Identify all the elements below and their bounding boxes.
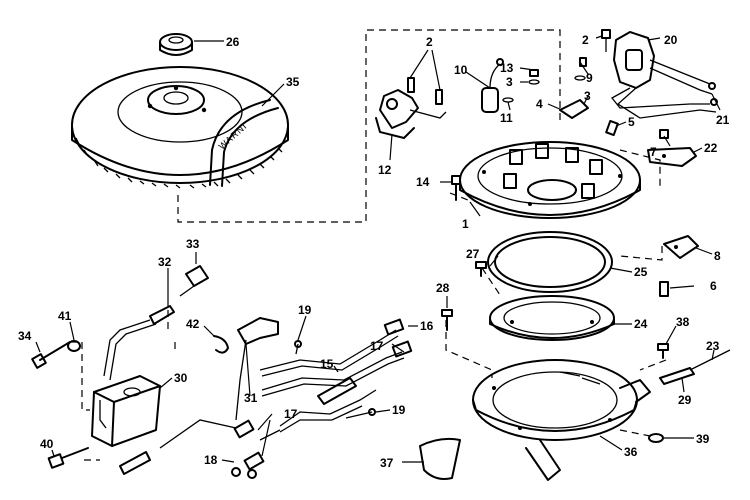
callout-labels: 26 35 2 10 13 3 9 3 4 11 2 20 21 5 7 22 …: [18, 33, 730, 470]
throttle-cam: [419, 437, 461, 480]
callout-8: 8: [714, 249, 721, 263]
callout-18: 18: [204, 453, 218, 467]
callout-32: 32: [158, 255, 172, 269]
callout-10: 10: [454, 63, 468, 77]
callout-19-upper: 19: [298, 303, 312, 317]
callout-5: 5: [628, 115, 635, 129]
callout-12: 12: [378, 163, 392, 177]
callout-29: 29: [678, 393, 692, 407]
callout-38: 38: [676, 315, 690, 329]
callout-2-right: 2: [582, 33, 589, 47]
callout-17-right: 17: [370, 339, 384, 353]
callout-20: 20: [664, 33, 678, 47]
armature-plate: [459, 141, 641, 219]
callout-9: 9: [586, 71, 593, 85]
callout-19-lower: 19: [392, 403, 406, 417]
callout-30: 30: [174, 371, 188, 385]
flywheel: WARNI: [71, 66, 289, 189]
callout-41: 41: [58, 309, 72, 323]
coil-screw: [31, 340, 81, 369]
breaker-point-set: [375, 77, 447, 139]
coil-leads: [103, 265, 209, 381]
callout-23: 23: [706, 339, 720, 353]
callout-7: 7: [650, 145, 657, 159]
throttle-link: [657, 343, 731, 385]
mounting-bracket: [472, 359, 651, 481]
callout-22: 22: [704, 141, 718, 155]
washer-39: [648, 433, 664, 443]
callout-1: 1: [462, 217, 469, 231]
bracket: [647, 129, 697, 167]
callout-24: 24: [634, 317, 648, 331]
support-plate: [489, 295, 615, 341]
screws-27-28: [441, 261, 487, 331]
callout-13: 13: [500, 61, 514, 75]
callout-17-left: 17: [284, 407, 298, 421]
callout-37: 37: [380, 456, 394, 470]
callout-4: 4: [536, 97, 543, 111]
screw-14: [451, 175, 461, 201]
callout-35: 35: [286, 75, 300, 89]
callout-40: 40: [40, 437, 54, 451]
callout-34: 34: [18, 329, 32, 343]
callout-26: 26: [226, 35, 240, 49]
callout-27: 27: [466, 247, 480, 261]
callout-31: 31: [244, 391, 258, 405]
callout-28: 28: [436, 281, 450, 295]
retainer-clip: [659, 235, 699, 297]
callout-25: 25: [634, 265, 648, 279]
retaining-ring: [487, 231, 613, 293]
callout-33: 33: [186, 237, 200, 251]
callout-15: 15: [320, 357, 334, 371]
wire-harness: [119, 318, 413, 479]
flywheel-warning-text: WARNI: [217, 121, 249, 152]
callout-21: 21: [716, 113, 730, 127]
timer-base-wires: [611, 31, 718, 119]
leader-lines: [35, 35, 721, 463]
callout-36: 36: [624, 445, 638, 459]
flywheel-nut: [159, 33, 193, 56]
callout-39: 39: [696, 432, 710, 446]
callout-6: 6: [710, 279, 717, 293]
ignition-coil: [91, 375, 161, 447]
callout-3-upper: 3: [506, 75, 513, 89]
callout-3-lower: 3: [584, 89, 591, 103]
callout-11: 11: [500, 111, 513, 125]
screw-40: [47, 447, 89, 469]
callout-16: 16: [420, 319, 434, 333]
callout-2-left: 2: [426, 35, 433, 49]
callout-42: 42: [186, 317, 200, 331]
callout-14: 14: [416, 175, 430, 189]
